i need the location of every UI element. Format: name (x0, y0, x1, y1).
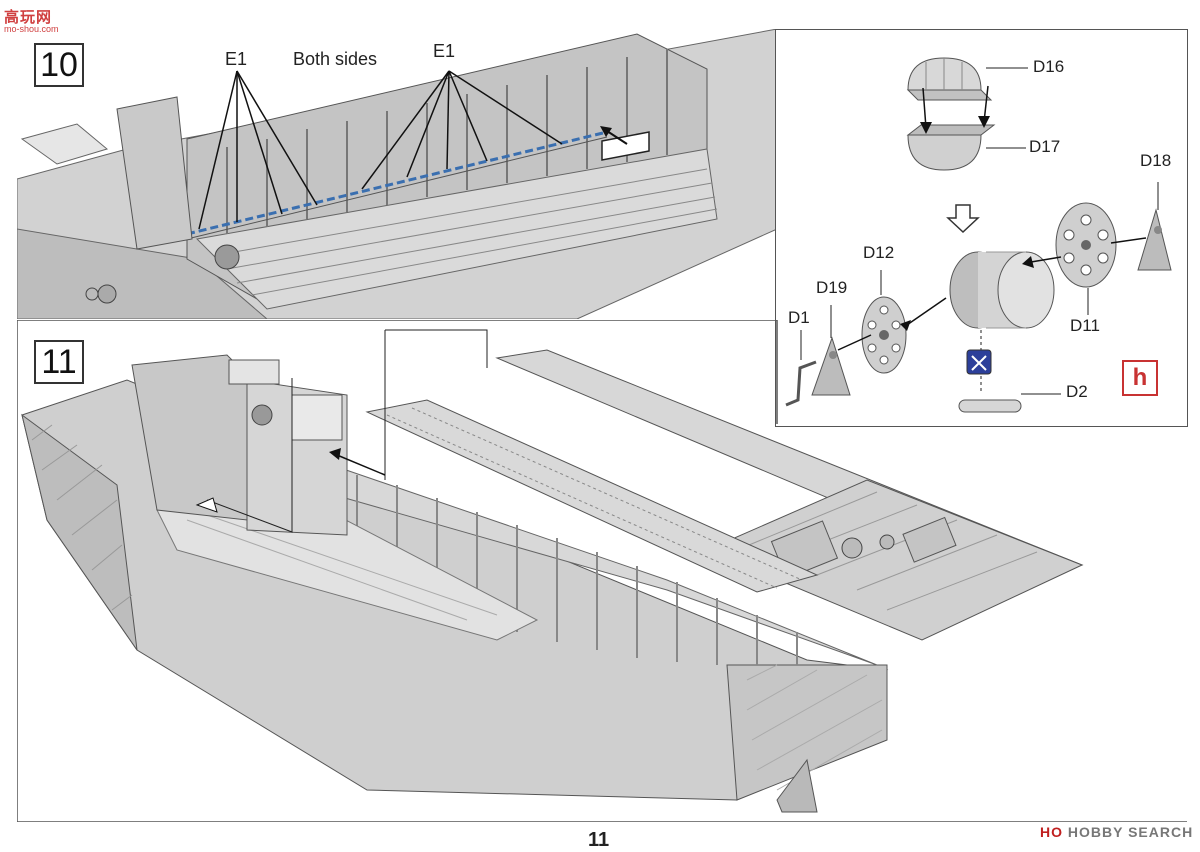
step10-panel: 10 E1 Both sides E1 (16, 28, 778, 320)
watermark-url: mo-shou.com (4, 24, 59, 34)
step10-callout-e1-right: E1 (433, 41, 456, 61)
part-label-d17: D17 (1029, 137, 1061, 156)
watermark-hobby-search-brand: HO (1040, 824, 1063, 840)
step11-illustration (16, 319, 1187, 823)
watermark-hobby-search: HO HOBBY SEARCH (1040, 824, 1193, 840)
step10-number: 10 (34, 43, 84, 87)
parts-detail-panel: D16 D17 D18 D12 D19 D1 D11 D2 (775, 29, 1188, 427)
part-label-d11: D11 (1070, 316, 1100, 335)
step10-callout-both-sides: Both sides (293, 49, 378, 69)
watermark-site: 高玩网 (4, 9, 53, 26)
step10-illustration (16, 28, 778, 320)
part-label-d16: D16 (1033, 57, 1065, 76)
watermark-hobby-search-text: HOBBY SEARCH (1067, 824, 1194, 840)
part-label-d12: D12 (863, 243, 895, 262)
part-label-d19: D19 (816, 278, 848, 297)
step11-panel: 11 (16, 319, 1187, 823)
option-badge-h: h (1122, 360, 1158, 396)
part-label-d18: D18 (1140, 151, 1172, 170)
part-label-d2: D2 (1066, 382, 1088, 401)
part-label-d1: D1 (788, 308, 810, 327)
parts-detail-illustration (785, 57, 1172, 413)
step10-callout-e1-left: E1 (225, 49, 248, 69)
page-number: 11 (588, 829, 610, 851)
step11-number: 11 (34, 340, 84, 384)
